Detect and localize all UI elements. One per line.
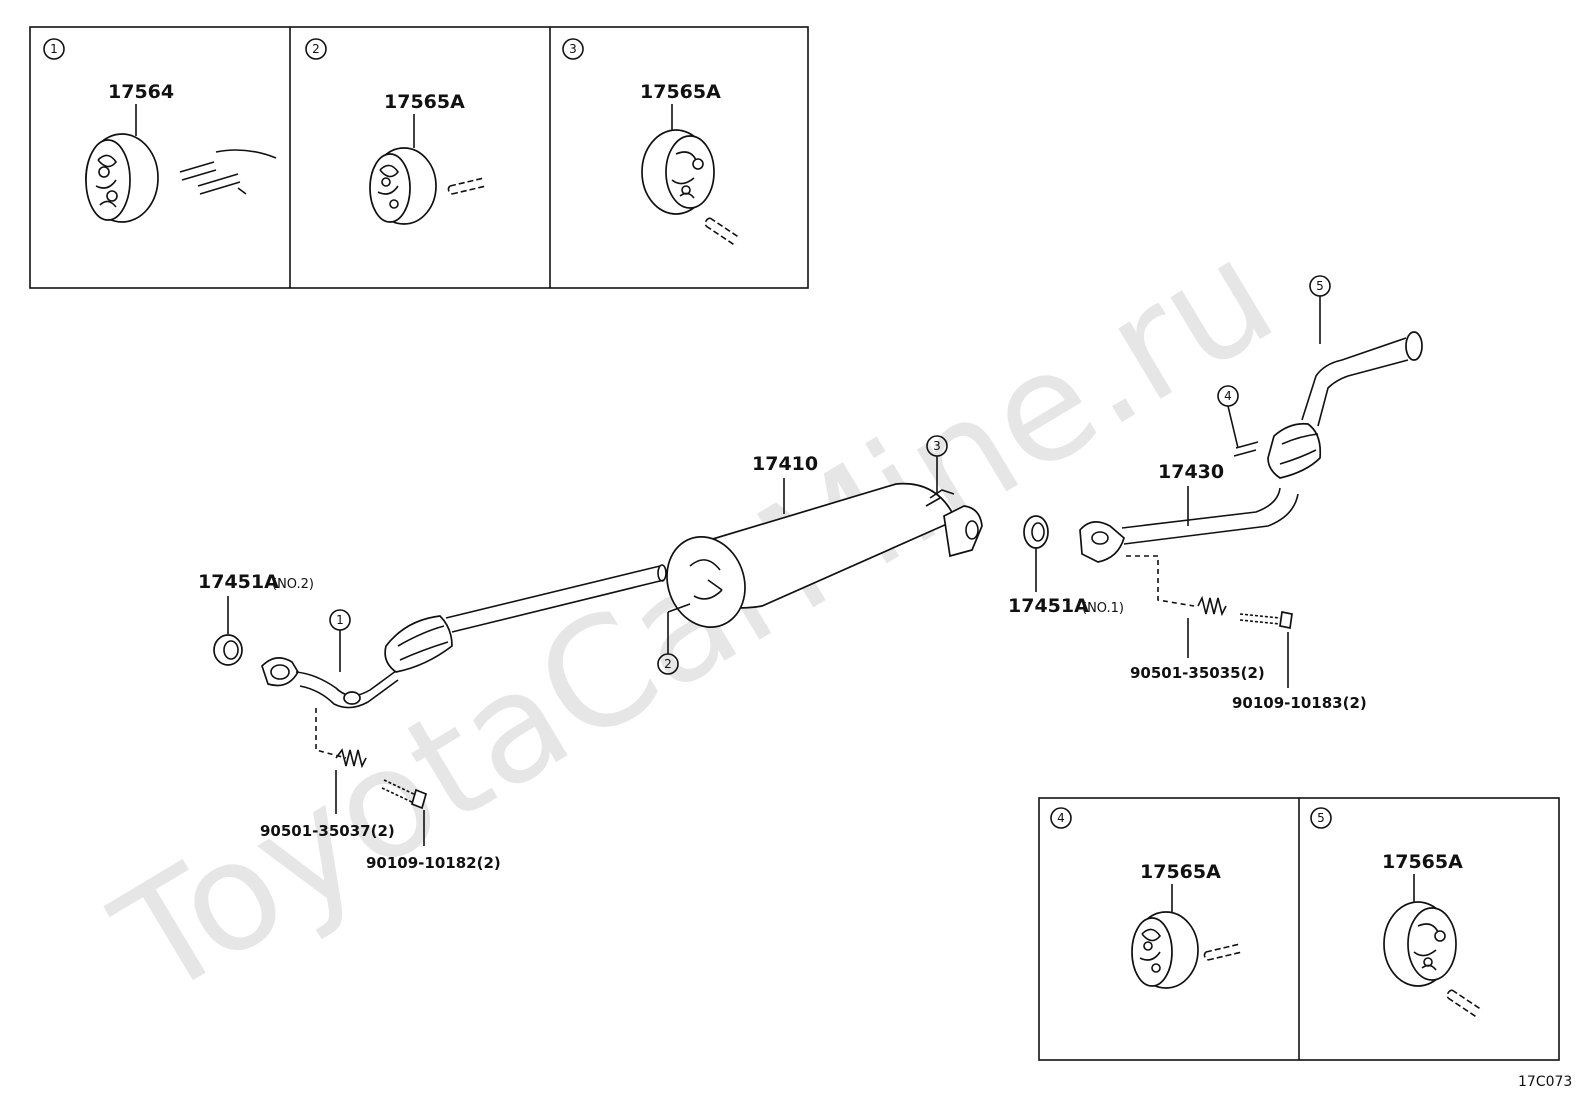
callout-number: 3 xyxy=(933,439,941,453)
gasket-no1: 17451A (NO.1) xyxy=(1008,515,1124,617)
inset-5: 5 17565A xyxy=(1310,807,1483,1019)
spring-icon xyxy=(1197,595,1227,617)
front-fasteners: 90501-35037(2) 90109-10182(2) xyxy=(260,708,501,872)
inset-number: 2 xyxy=(312,42,320,56)
part-note-no2: (NO.2) xyxy=(272,577,314,592)
hanger-icon xyxy=(369,147,437,225)
inset-1: 1 17564 xyxy=(43,38,277,223)
inset-number: 5 xyxy=(1317,811,1325,825)
rod-icon xyxy=(1446,989,1483,1019)
rod-icon xyxy=(447,177,487,195)
inset-part-label: 17565A xyxy=(640,81,721,103)
part-label-90501-35035: 90501-35035(2) xyxy=(1130,664,1265,682)
inset-frame-top xyxy=(29,26,809,289)
inset-number: 4 xyxy=(1057,811,1065,825)
part-label-90109-10182: 90109-10182(2) xyxy=(366,854,501,872)
part-label-17451A-no1: 17451A xyxy=(1008,595,1089,617)
inset-panels-top xyxy=(29,26,809,289)
spring-icon xyxy=(335,748,367,769)
callout-4: 4 xyxy=(1217,385,1239,449)
part-label-17430: 17430 xyxy=(1158,461,1224,483)
part-label-17451A-no2: 17451A xyxy=(198,571,279,593)
inset-2: 2 17565A xyxy=(305,38,487,225)
callout-number: 5 xyxy=(1316,279,1324,293)
callout-number: 4 xyxy=(1224,389,1232,403)
gasket-no2: 17451A (NO.2) xyxy=(198,571,314,666)
part-label-90501-35037: 90501-35037(2) xyxy=(260,822,395,840)
front-pipe xyxy=(261,564,667,709)
part-label-17410: 17410 xyxy=(752,453,818,475)
inset-number: 3 xyxy=(569,42,577,56)
inset-panels-bottom xyxy=(1038,797,1560,1061)
rod-icon xyxy=(704,217,741,247)
callout-5: 5 xyxy=(1309,275,1331,344)
callout-1: 1 xyxy=(329,609,351,672)
part-note-no1: (NO.1) xyxy=(1082,601,1124,616)
callout-number: 1 xyxy=(336,613,344,627)
callout-3: 3 xyxy=(926,435,948,494)
tail-pipe: 17430 xyxy=(1079,331,1423,563)
callout-2: 2 xyxy=(657,612,679,675)
rod-icon xyxy=(1203,943,1243,961)
inset-part-label: 17564 xyxy=(108,81,174,103)
part-label-90109-10183: 90109-10183(2) xyxy=(1232,694,1367,712)
hanger-icon xyxy=(1383,901,1457,987)
bolt-icon xyxy=(381,779,428,810)
bolt-icon xyxy=(1239,610,1293,630)
bracket-icon xyxy=(179,149,277,195)
inset-part-label: 17565A xyxy=(384,91,465,113)
callout-number: 2 xyxy=(664,657,672,671)
hanger-icon xyxy=(641,129,715,215)
inset-4: 4 17565A xyxy=(1050,807,1243,989)
hanger-icon xyxy=(1131,911,1199,989)
inset-number: 1 xyxy=(50,42,58,56)
hanger-icon xyxy=(85,133,159,223)
inset-part-label: 17565A xyxy=(1382,851,1463,873)
rear-fasteners: 90501-35035(2) 90109-10183(2) xyxy=(1126,555,1367,712)
main-muffler: 17410 xyxy=(666,453,983,628)
diagram-code: 17C073 xyxy=(1518,1074,1572,1090)
inset-3: 3 17565A xyxy=(562,38,741,247)
inset-number-circle xyxy=(43,38,65,60)
inset-part-label: 17565A xyxy=(1140,861,1221,883)
